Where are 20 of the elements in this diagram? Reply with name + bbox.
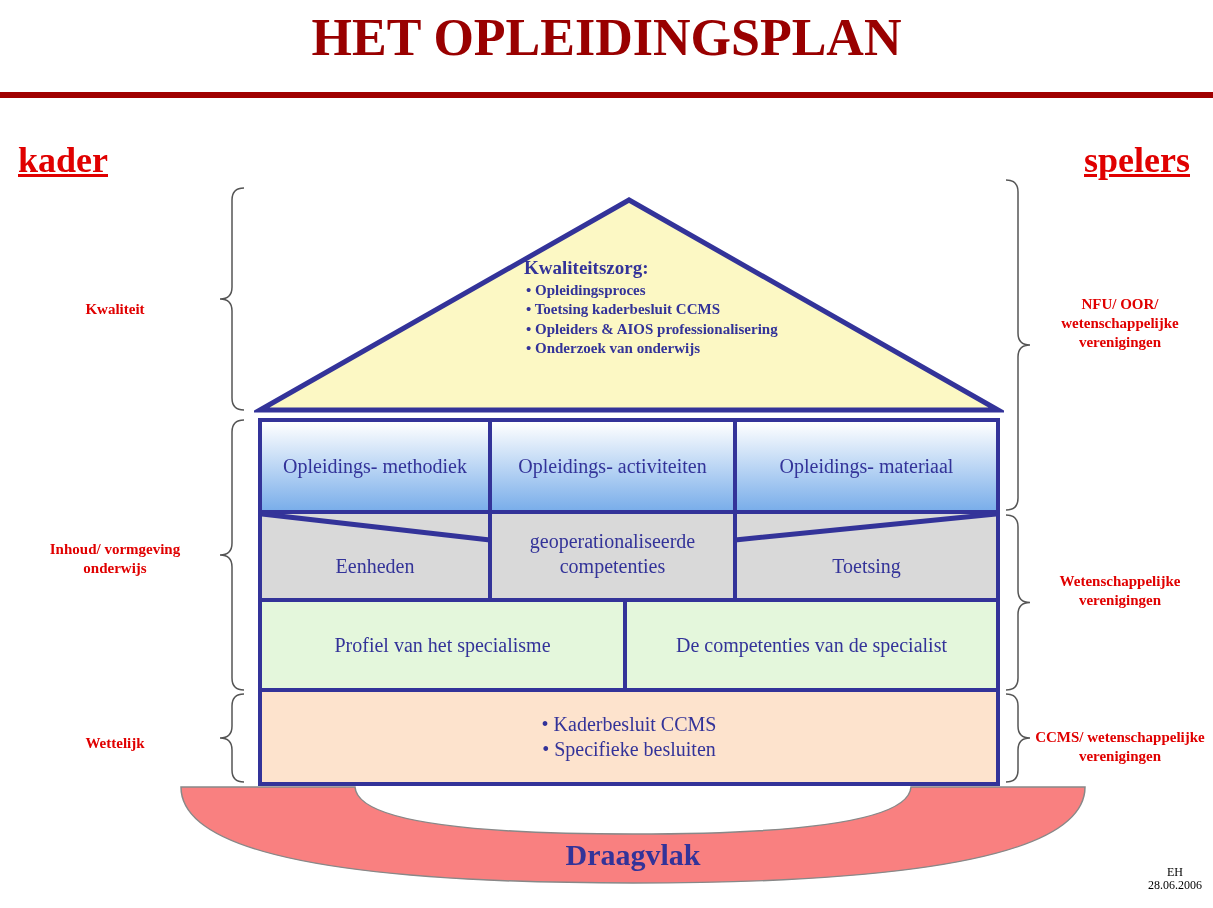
bullet-item: • Onderzoek van onderwijs bbox=[525, 339, 701, 359]
side-label: NFU/ OOR/ wetenschappelijke verenigingen bbox=[1060, 295, 1180, 352]
side-label: Wetenschappelijke verenigingen bbox=[1058, 572, 1182, 610]
title: HET OPLEIDINGSPLAN bbox=[310, 8, 903, 67]
bullet-item: • Kaderbesluit CCMS bbox=[541, 712, 717, 737]
bullet-item: • Opleiders & AIOS professionalisering bbox=[525, 319, 779, 339]
side-label: CCMS/ wetenschappelijke verenigingen bbox=[1034, 728, 1206, 766]
base-label: Draagvlak bbox=[564, 838, 702, 872]
bullet-item: • Toetsing kaderbesluit CCMS bbox=[525, 300, 722, 320]
base-arch bbox=[178, 784, 1088, 886]
column-heading: spelers bbox=[1083, 139, 1190, 182]
side-label: Wettelijk bbox=[84, 734, 146, 753]
date-note: EH 28.06.2006 bbox=[1147, 866, 1203, 893]
side-label: Kwaliteit bbox=[84, 300, 146, 319]
roof-triangle bbox=[254, 196, 1004, 414]
bullet-item: • Specifieke besluiten bbox=[542, 737, 716, 762]
roof-heading: Kwaliteitszorg: bbox=[524, 256, 650, 280]
column-heading: kader bbox=[18, 139, 109, 182]
side-label: Inhoud/ vormgeving onderwijs bbox=[48, 540, 182, 578]
bullet-item: • Opleidingsproces bbox=[525, 280, 647, 300]
